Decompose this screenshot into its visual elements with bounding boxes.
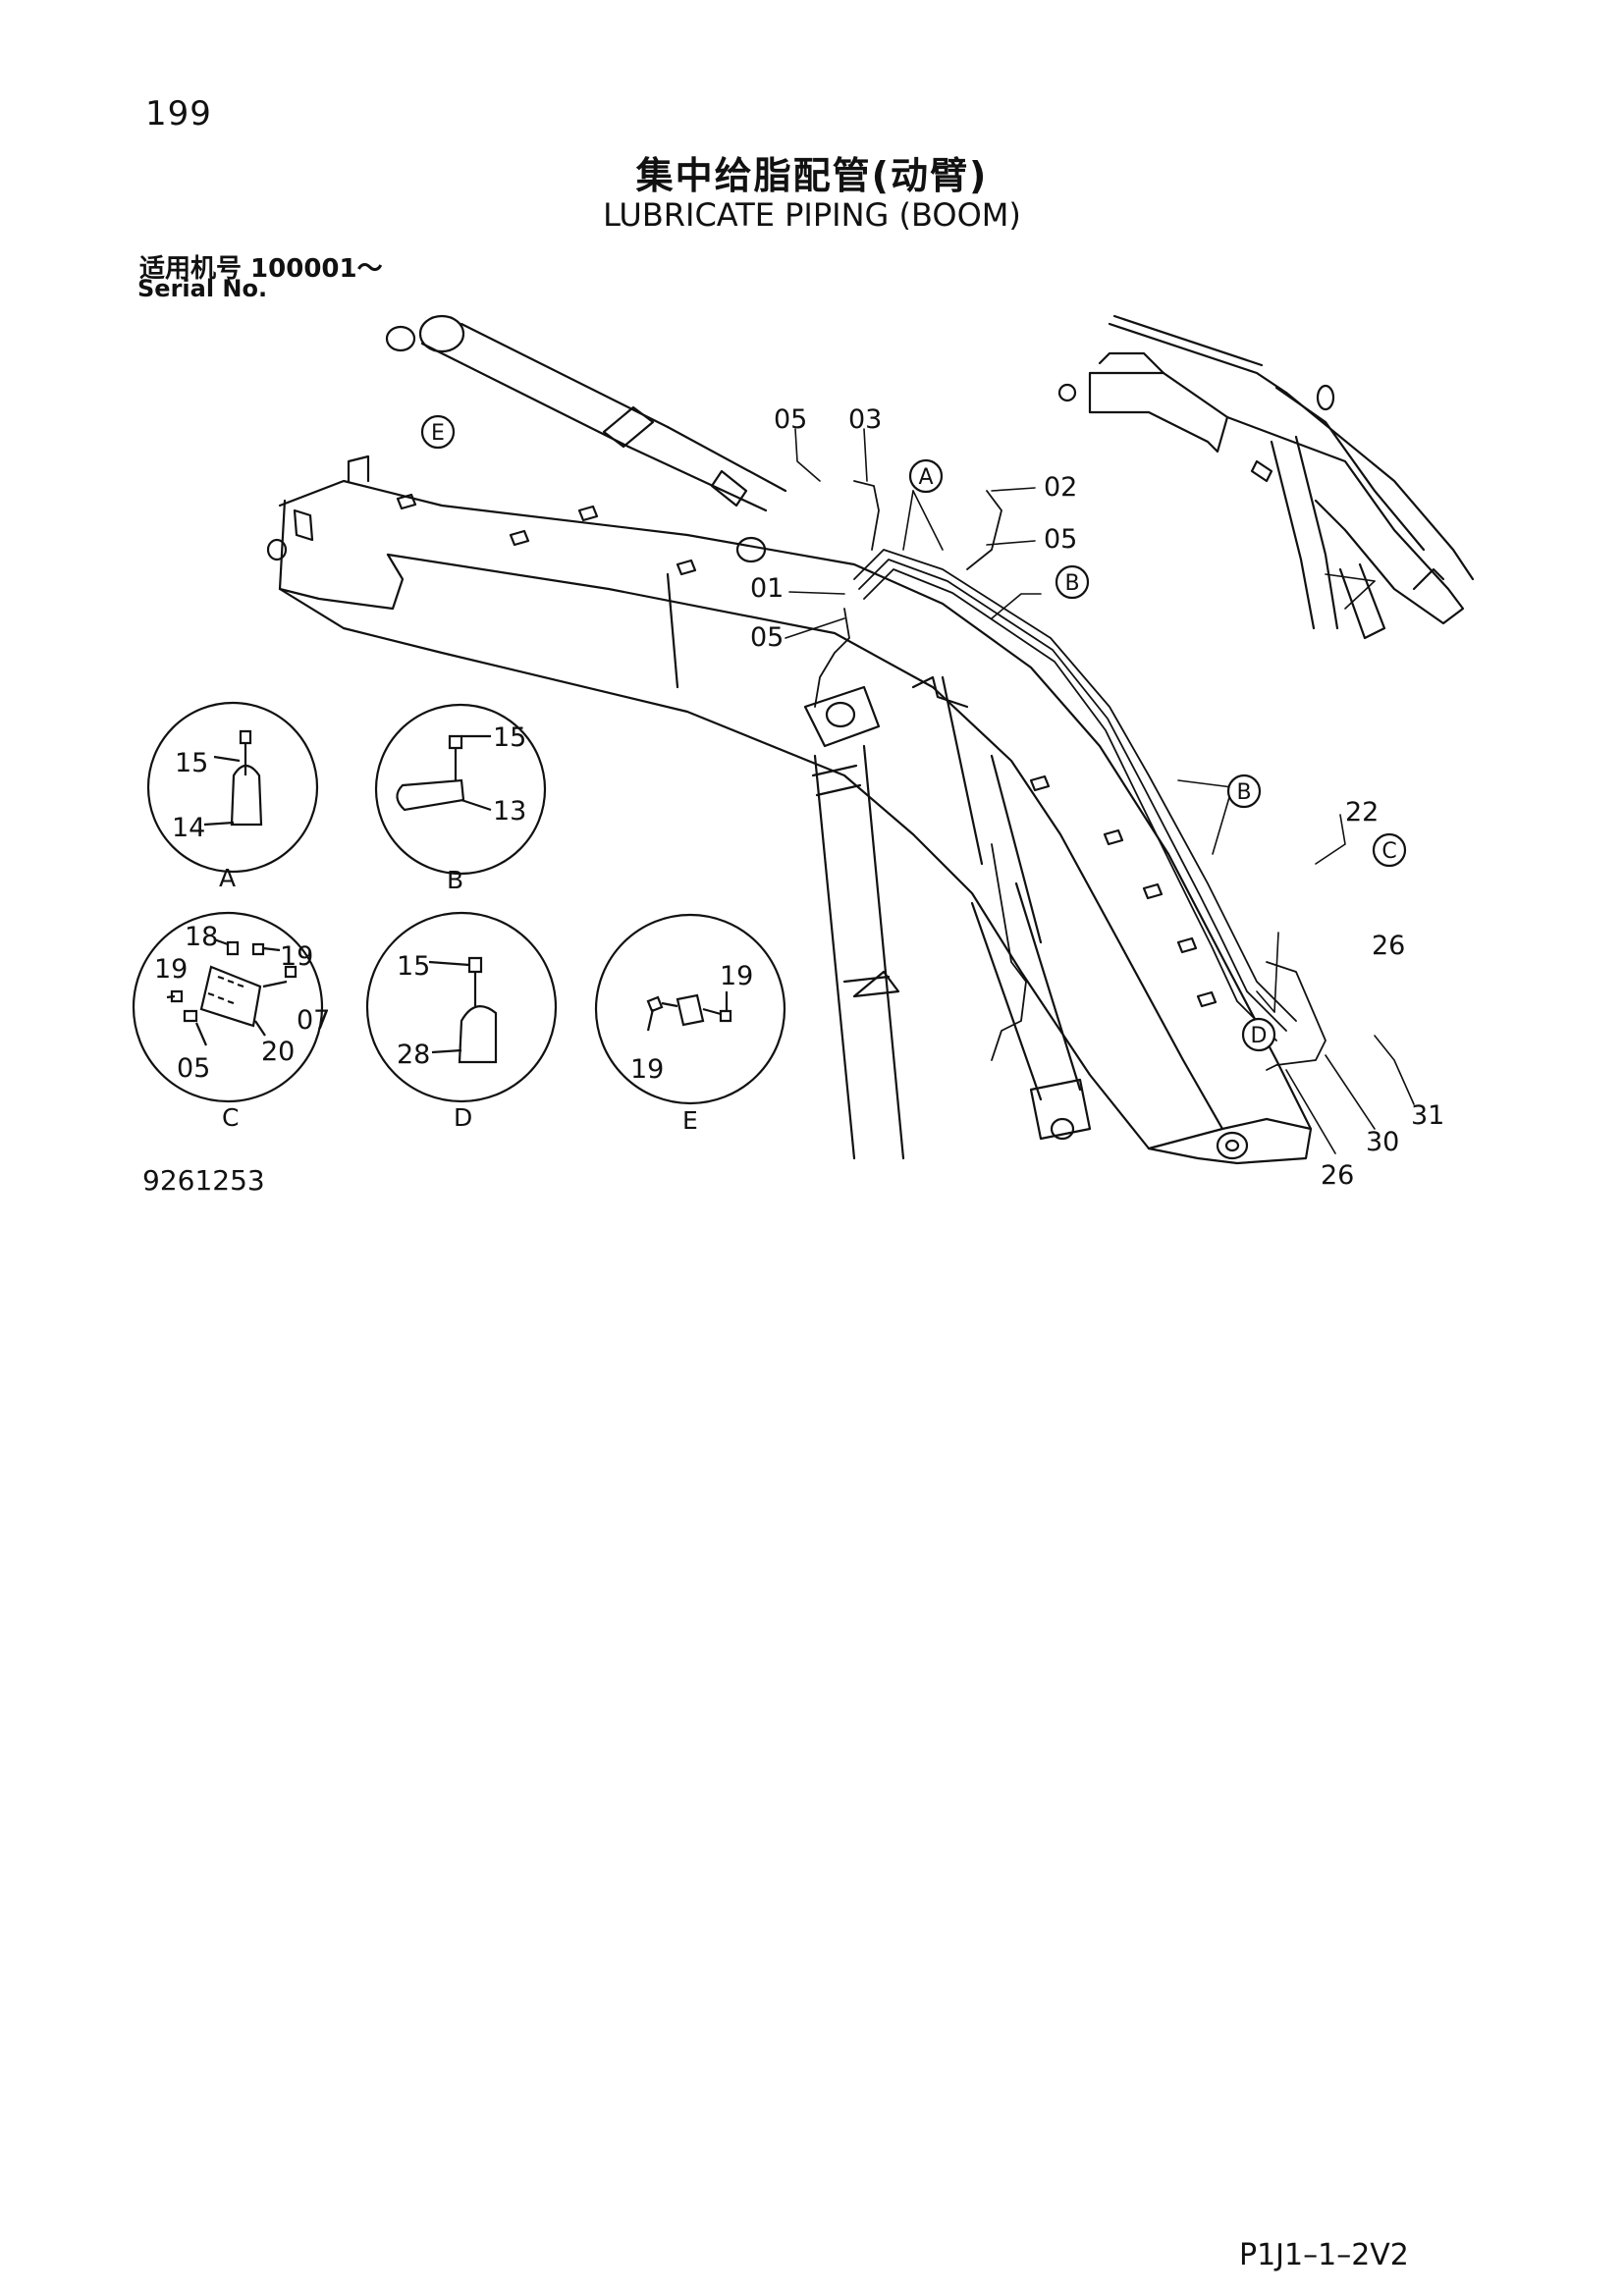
view-marker-a: A [918,465,933,490]
detail-view-d [365,911,558,1103]
view-markers [420,414,1407,1052]
view-marker-c: C [1381,839,1396,864]
detail-d-label-28: 28 [397,1040,430,1070]
part-label-02: 02 [1044,472,1077,503]
detail-b-label-15: 15 [493,722,526,753]
detail-c-label-19: 19 [154,954,188,985]
drawing-number: 9261253 [142,1164,265,1197]
detail-c-label-20: 20 [261,1037,295,1067]
detail-c-label-19: 19 [280,941,313,972]
title-english: LUBRICATE PIPING (BOOM) [603,196,1021,234]
detail-e-label-19: 19 [630,1054,664,1085]
detail-b-label-13: 13 [493,796,526,827]
view-marker-e: E [431,421,445,446]
main-part-labels: 05 03 02 05 01 05 22 26 31 30 26 [750,404,1444,1191]
detail-e-label-19: 19 [720,961,753,991]
part-label-05: 05 [774,404,807,435]
part-label-22: 22 [1345,797,1379,828]
detail-view-a [146,701,319,874]
serial-label-english: Serial No. [137,275,268,302]
detail-view-e [594,913,786,1105]
view-marker-b-2: B [1236,780,1251,805]
detail-d-caption: D [454,1103,472,1132]
detail-c-caption: C [222,1103,239,1132]
detail-a-label-14: 14 [172,813,205,843]
detail-view-c [132,911,324,1103]
part-label-26: 26 [1372,931,1405,961]
part-label-01: 01 [750,573,784,604]
leader-lines [785,428,1415,1154]
boom-structure [266,454,1313,1165]
part-label-05: 05 [750,622,784,653]
auxiliary-view [1057,314,1475,640]
serial-label-chinese: 适用机号 100001～ [139,254,383,284]
detail-c-label-05: 05 [177,1053,210,1084]
part-label-31: 31 [1411,1100,1444,1131]
detail-e-caption: E [682,1106,698,1135]
detail-b-caption: B [447,866,463,894]
detail-c-label-18: 18 [185,922,218,952]
title-chinese: 集中给脂配管(动臂) [635,154,989,197]
boom-cylinder [803,675,1092,1160]
detail-a-label-15: 15 [175,748,208,778]
part-label-05: 05 [1044,524,1077,555]
lubricate-pipes [814,480,1326,1071]
page-code: P1J1–1–2V2 [1239,2238,1409,2272]
arm-cylinder [385,314,787,563]
detail-c-label-07: 07 [297,1005,330,1036]
view-marker-b-1: B [1064,571,1079,596]
detail-d-label-15: 15 [397,951,430,982]
view-marker-d: D [1251,1024,1268,1048]
part-label-30: 30 [1366,1127,1399,1157]
part-label-26: 26 [1321,1160,1354,1191]
detail-a-caption: A [219,864,236,892]
page-number: 199 [145,94,212,133]
part-label-03: 03 [848,404,882,435]
detail-labels: 15 14 A 15 13 B 18 19 19 07 05 20 C 15 2… [154,722,753,1135]
detail-view-b [374,703,547,876]
